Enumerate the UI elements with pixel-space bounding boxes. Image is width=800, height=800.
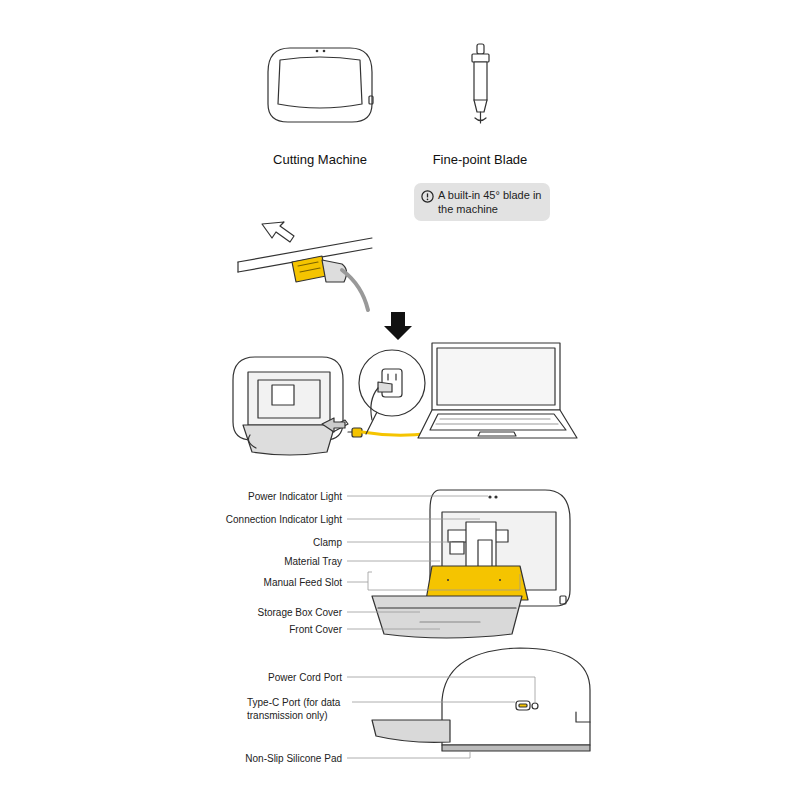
part-label: Power Cord Port: [268, 671, 342, 684]
part-label: Material Tray: [284, 555, 342, 568]
machine-parts-view: [372, 490, 570, 638]
note-text: A built-in 45° blade in the machine: [438, 188, 543, 216]
part-label: Non-Slip Silicone Pad: [245, 752, 342, 765]
usb-plug-icon: [238, 222, 372, 310]
machine-side-view: [372, 648, 590, 751]
connection-scene: [233, 343, 577, 455]
part-label: Power Indicator Light: [248, 490, 342, 503]
down-arrow: [384, 312, 412, 340]
leader-lines: [347, 496, 535, 758]
part-label: Manual Feed Slot: [264, 576, 342, 589]
blade-icon: [472, 44, 489, 123]
caption-label: Cutting Machine: [220, 152, 420, 168]
part-label: Type-C Port (for data transmission only): [247, 696, 347, 722]
caption-label: Fine-point Blade: [380, 152, 580, 168]
cutting-machine-icon: [268, 48, 373, 122]
part-label: Connection Indicator Light: [226, 513, 342, 526]
info-icon: [421, 190, 434, 203]
part-label: Front Cover: [289, 623, 342, 636]
part-label: Storage Box Cover: [258, 606, 343, 619]
note-box: A built-in 45° blade in the machine: [414, 183, 550, 221]
part-label: Clamp: [313, 536, 342, 549]
